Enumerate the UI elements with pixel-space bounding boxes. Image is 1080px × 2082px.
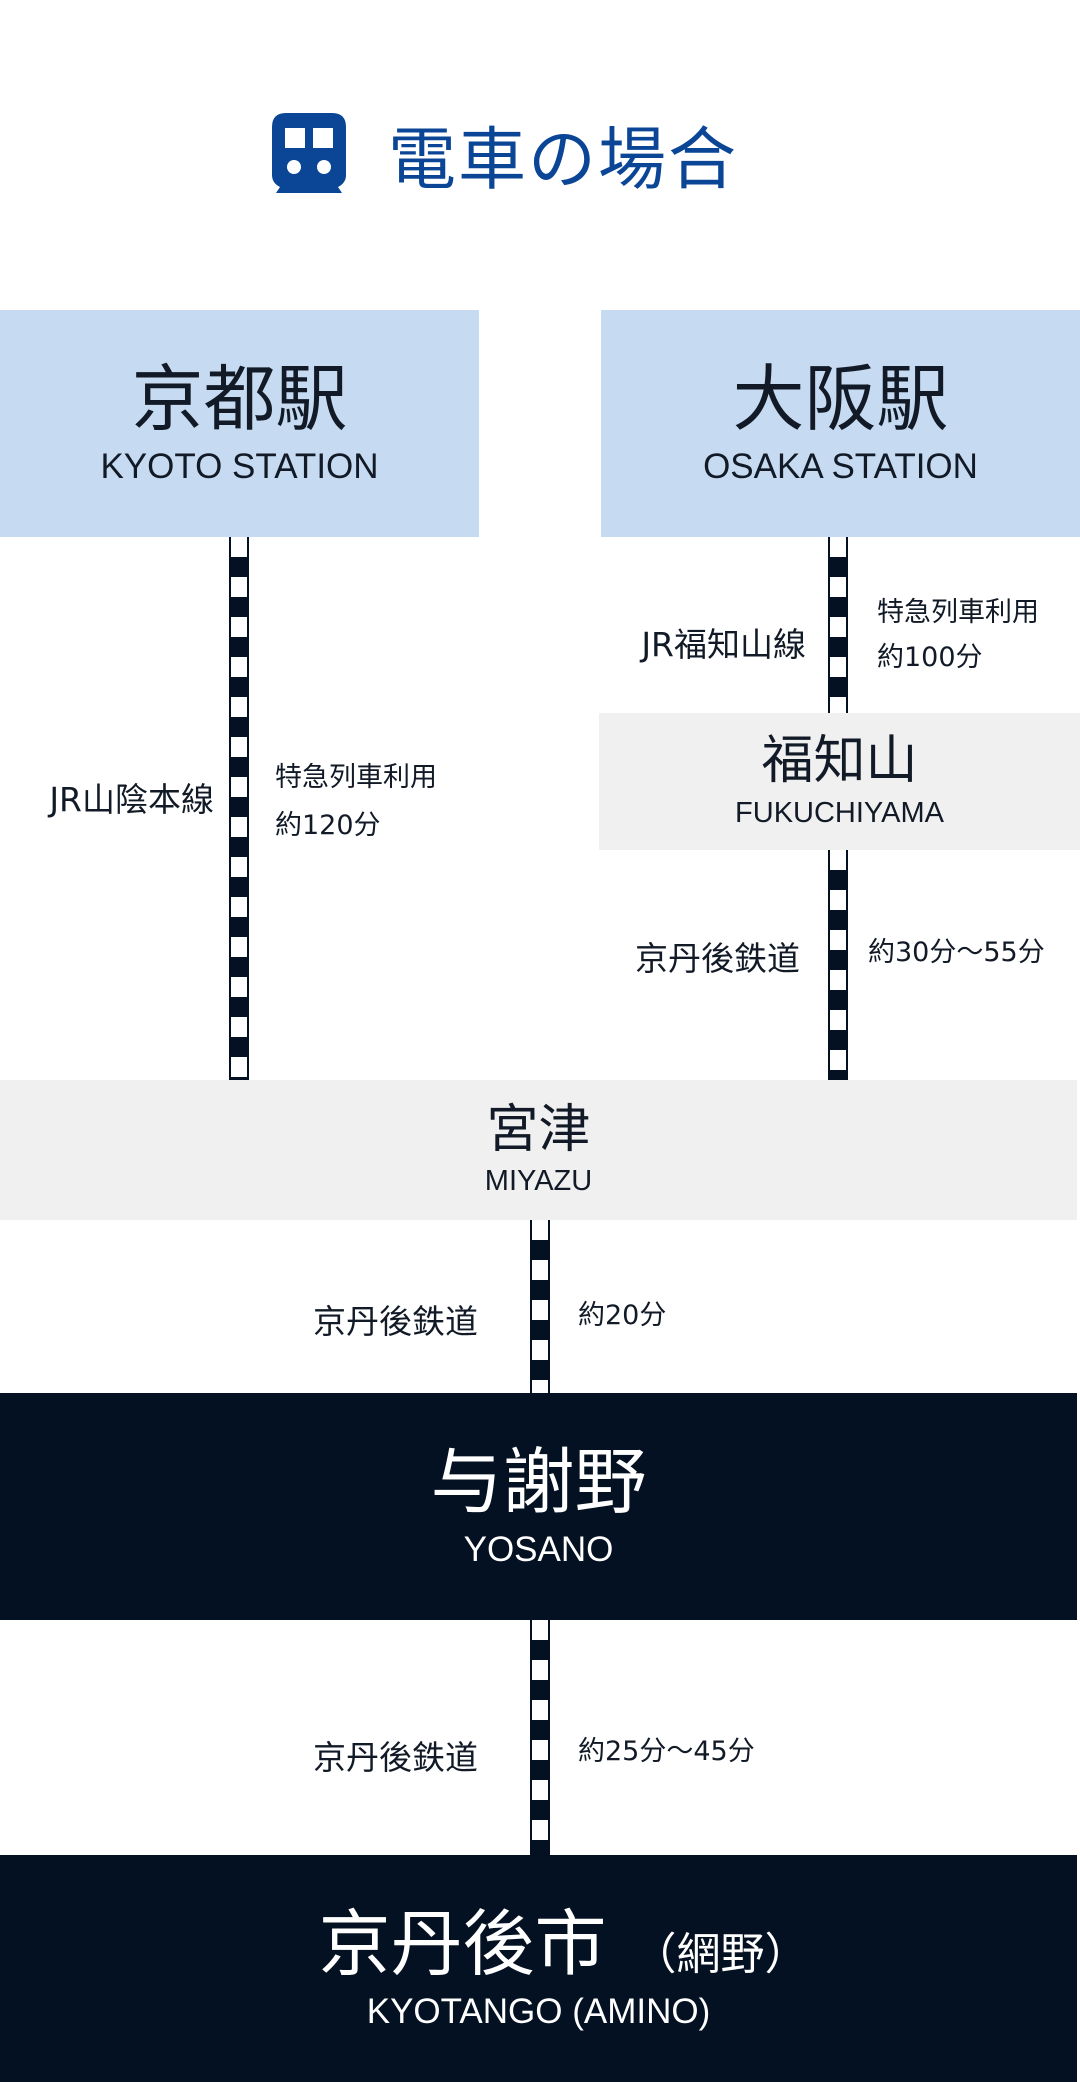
station-yosano: 与謝野 YOSANO	[0, 1393, 1077, 1620]
title-text: 電車の場合	[388, 120, 739, 200]
page-title: 電車の場合	[272, 110, 738, 200]
travel-time: 約20分	[578, 1300, 667, 1331]
travel-time: 約100分	[877, 642, 983, 673]
station-name-ja: 宮津	[486, 1099, 591, 1160]
station-name-ja: 与謝野	[430, 1439, 647, 1524]
station-name-en: YOSANO	[463, 1530, 614, 1570]
travel-note: 特急列車利用	[275, 762, 437, 793]
rail-line	[530, 1220, 550, 1393]
station-kyotango: 京丹後市 （網野） KYOTANGO (AMINO)	[0, 1855, 1077, 2082]
train-icon	[272, 113, 346, 193]
station-name-en: OSAKA STATION	[703, 447, 978, 487]
line-name: JR福知山線	[641, 625, 806, 664]
station-miyazu: 宮津 MIYAZU	[0, 1080, 1077, 1220]
line-name: 京丹後鉄道	[313, 1302, 478, 1341]
rail-line	[828, 537, 848, 713]
line-name: 京丹後鉄道	[635, 939, 800, 978]
station-name-en: KYOTO STATION	[100, 447, 379, 487]
station-name-sub: （網野）	[632, 1928, 809, 1980]
station-name-en: KYOTANGO (AMINO)	[366, 1992, 711, 2032]
station-fukuchiyama: 福知山 FUKUCHIYAMA	[599, 713, 1080, 850]
station-name-en: FUKUCHIYAMA	[735, 796, 944, 829]
line-name: JR山陰本線	[49, 780, 214, 819]
rail-line	[229, 537, 249, 1080]
travel-time: 約120分	[275, 810, 381, 841]
station-name-ja: 大阪駅	[732, 356, 949, 441]
station-name-ja: 京都駅	[131, 356, 348, 441]
line-name: 京丹後鉄道	[313, 1738, 478, 1777]
station-kyoto: 京都駅 KYOTO STATION	[0, 310, 479, 537]
station-name-ja: 京丹後市 （網野）	[318, 1901, 809, 1986]
station-name-main: 京丹後市	[318, 1901, 607, 1986]
rail-line	[828, 850, 848, 1080]
travel-note: 特急列車利用	[877, 597, 1039, 628]
station-name-ja: 福知山	[761, 731, 918, 792]
travel-time: 約30分～55分	[868, 937, 1045, 968]
station-name-en: MIYAZU	[484, 1165, 593, 1198]
station-osaka: 大阪駅 OSAKA STATION	[601, 310, 1080, 537]
rail-line	[530, 1620, 550, 1855]
travel-time: 約25分～45分	[578, 1736, 755, 1767]
